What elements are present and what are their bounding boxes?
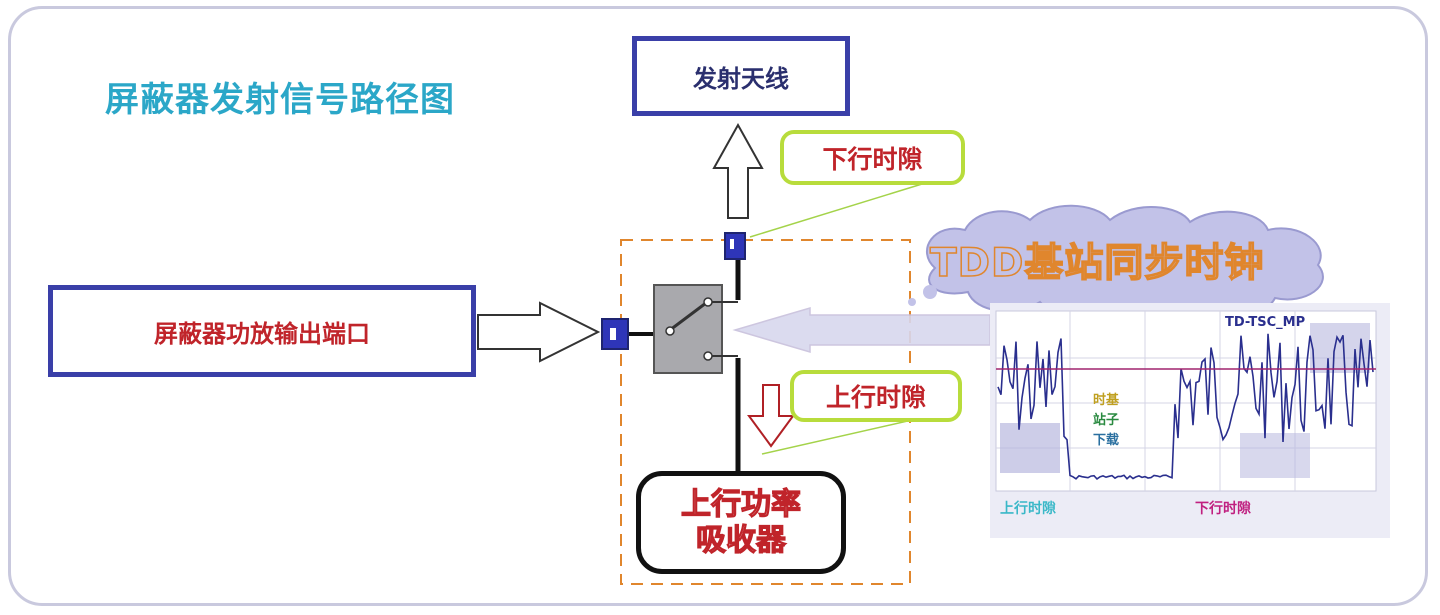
oscilloscope-image: TD-TSC_MP 时基 站子 下载 上行时隙 下行时隙 — [990, 303, 1390, 538]
scope-legend-2: 站子 — [1093, 413, 1120, 428]
uplink-slot-callout: 上行时隙 — [790, 370, 962, 422]
arrow-left-icon — [732, 306, 991, 354]
pa-output-port-label: 屏蔽器功放输出端口 — [154, 319, 370, 348]
arrow-up-icon — [712, 122, 764, 219]
downlink-slot-label: 下行时隙 — [822, 144, 923, 174]
cloud-icon — [908, 204, 1324, 321]
arrow-right-icon — [477, 301, 601, 363]
switch-icon — [653, 284, 738, 374]
scope-header: TD-TSC_MP — [1225, 315, 1306, 330]
scope-legend-3: 下载 — [1093, 433, 1120, 448]
antenna-label: 发射天线 — [693, 64, 789, 93]
uplink-slot-label: 上行时隙 — [825, 383, 926, 412]
absorber-label-line1: 上行功率 — [680, 486, 801, 522]
pa-connector-icon — [601, 318, 629, 350]
antenna-box: 发射天线 — [632, 36, 850, 116]
absorber-label-line2: 吸收器 — [695, 522, 786, 558]
uplink-absorber-box: 上行功率 吸收器 — [636, 471, 846, 574]
downlink-slot-callout: 下行时隙 — [780, 130, 965, 185]
clock-cloud-label: TDD基站同步时钟 — [929, 240, 1265, 287]
diagram-title: 屏蔽器发射信号路径图 — [105, 80, 455, 120]
pa-output-port-box: 屏蔽器功放输出端口 — [48, 285, 476, 377]
scope-uplink-caption: 上行时隙 — [1000, 501, 1056, 517]
scope-legend-1: 时基 — [1093, 393, 1120, 408]
scope-downlink-caption: 下行时隙 — [1195, 501, 1251, 517]
uplink-leader — [761, 419, 913, 455]
arrow-down-icon — [747, 384, 795, 448]
downlink-leader — [749, 179, 936, 238]
antenna-connector-icon — [724, 232, 746, 260]
